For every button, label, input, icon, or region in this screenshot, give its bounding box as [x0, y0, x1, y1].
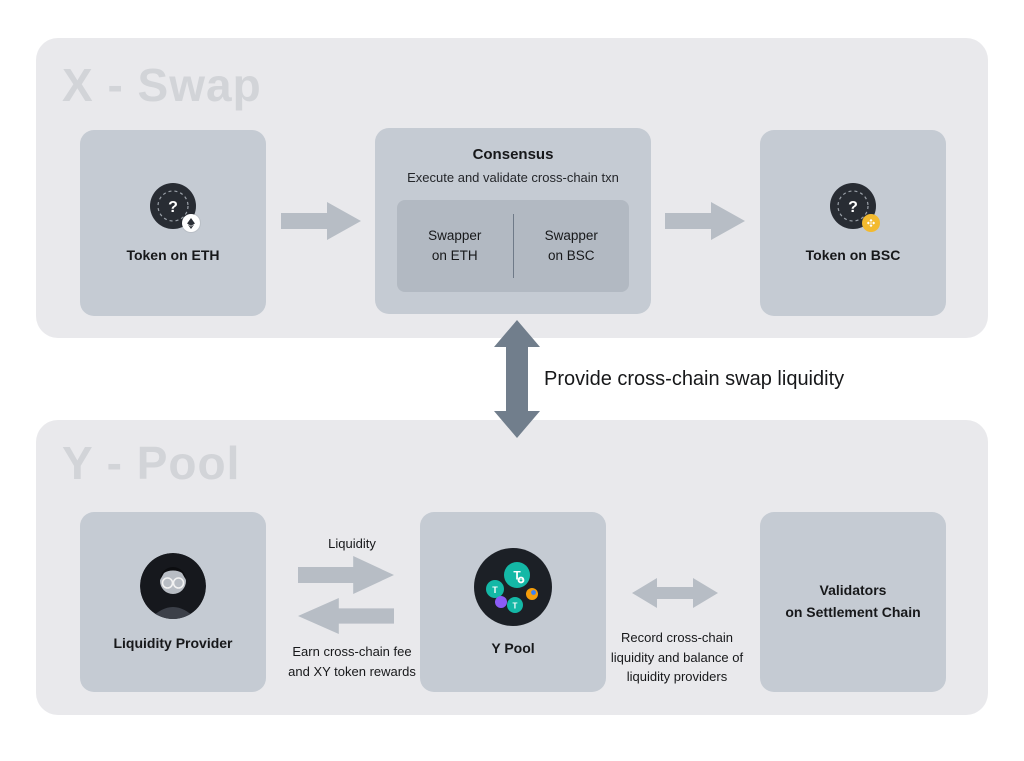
connector-label: Provide cross-chain swap liquidity: [544, 368, 845, 390]
arrow-left-icon: [298, 598, 394, 634]
liquidity-flow-label: Liquidity: [328, 536, 376, 551]
svg-text:T: T: [513, 569, 521, 583]
double-arrow-horizontal-icon: [632, 578, 718, 608]
token-eth-card: ? Token on ETH: [80, 130, 266, 316]
liquidity-provider-label: Liquidity Provider: [113, 635, 233, 651]
bsc-badge-icon: [862, 214, 880, 232]
svg-text:T: T: [492, 585, 498, 595]
ypool-tokens-icon: T T T: [474, 548, 552, 626]
swapper-box: Swapper on ETH Swapper on BSC: [397, 200, 629, 292]
svg-text:?: ?: [848, 199, 858, 216]
earn-flow-label: Earn cross-chain fee and XY token reward…: [288, 644, 416, 679]
double-arrow-vertical-icon: [494, 320, 540, 443]
arrow-right-icon: [298, 556, 394, 594]
swapper-on-bsc: Swapper on BSC: [544, 228, 598, 263]
liquidity-provider-card: Liquidity Provider: [80, 512, 266, 692]
consensus-subtitle: Execute and validate cross-chain txn: [407, 170, 619, 185]
token-bsc-icon: ?: [830, 183, 880, 232]
ypool-panel: Y - Pool Liquidity Provider Liquidity: [36, 420, 988, 715]
ypool-title: Y - Pool: [62, 437, 241, 489]
token-eth-label: Token on ETH: [126, 247, 220, 263]
liquidity-provider-avatar: [140, 553, 206, 619]
eth-badge-icon: [182, 214, 200, 232]
svg-text:?: ?: [168, 199, 178, 216]
arrow-right-icon: [281, 202, 361, 240]
consensus-title: Consensus: [472, 146, 554, 163]
svg-text:T: T: [513, 602, 518, 611]
consensus-card: Consensus Execute and validate cross-cha…: [375, 128, 651, 314]
xswap-panel: X - Swap ? Token on ETH Consensus Execu: [36, 38, 988, 338]
record-label: Record cross-chain liquidity and balance…: [610, 630, 744, 684]
token-eth-icon: ?: [150, 183, 200, 232]
ypool-card: T T T Y Pool: [420, 512, 606, 692]
validators-card: Validators on Settlement Chain: [760, 512, 946, 692]
token-bsc-label: Token on BSC: [805, 247, 901, 263]
validators-label: Validators on Settlement Chain: [785, 582, 921, 620]
xswap-title: X - Swap: [62, 59, 262, 111]
token-bsc-card: ? Token on BSC: [760, 130, 946, 316]
swapper-divider: [512, 214, 514, 278]
ypool-label: Y Pool: [491, 640, 535, 656]
swapper-on-eth: Swapper on ETH: [428, 228, 482, 263]
arrow-right-icon: [665, 202, 745, 240]
